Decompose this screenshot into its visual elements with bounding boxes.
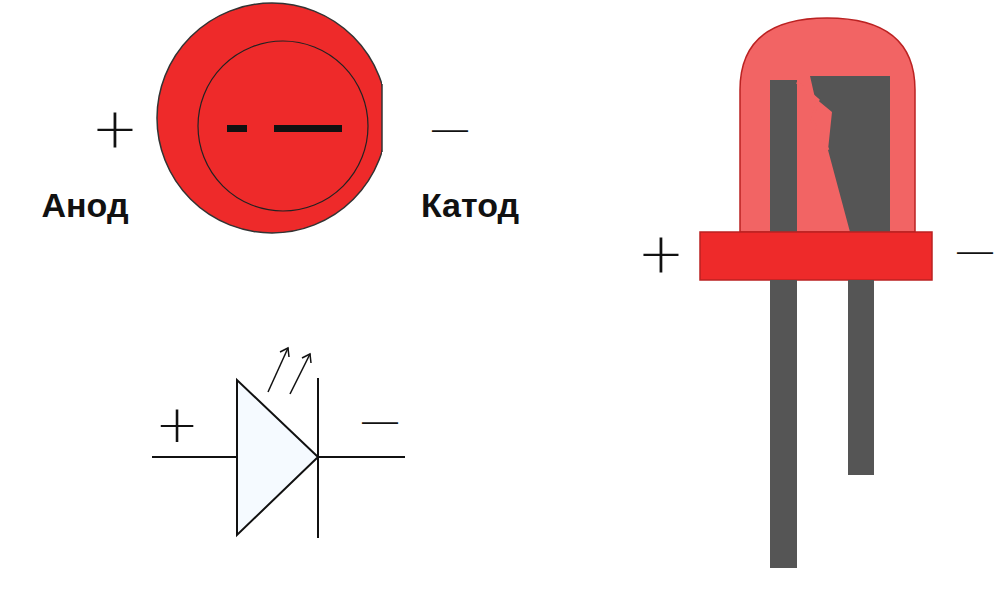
cathode-label: Катод bbox=[421, 188, 519, 222]
anode-sign: + bbox=[155, 398, 199, 450]
anode-sign: + bbox=[638, 225, 685, 281]
led-side-view bbox=[700, 18, 932, 568]
led-symbol bbox=[152, 348, 405, 538]
anode-sign: + bbox=[92, 100, 139, 156]
cathode-sign: — bbox=[430, 108, 470, 148]
anode-label: Анод bbox=[42, 188, 129, 222]
cathode-sign: — bbox=[955, 230, 995, 270]
led-top-view bbox=[157, 3, 387, 233]
cathode-sign: — bbox=[360, 400, 400, 440]
